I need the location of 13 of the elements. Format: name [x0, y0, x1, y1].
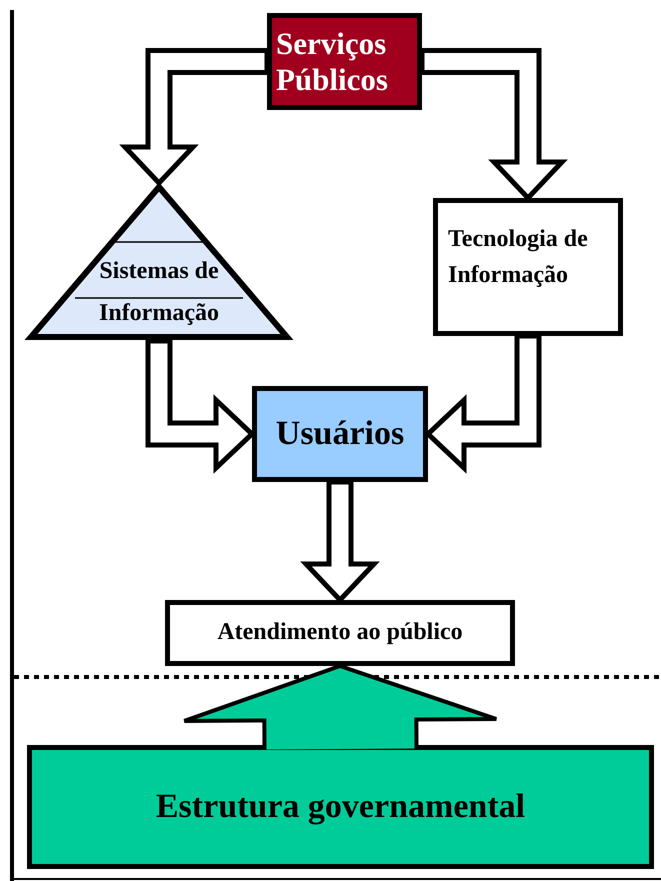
process-box: [433, 198, 623, 336]
block-arrow: [182, 664, 498, 752]
box-label: Serviços Públicos: [276, 26, 389, 98]
process-box: [267, 13, 422, 110]
process-box: [165, 600, 515, 666]
hollow-arrow: [119, 48, 270, 187]
box-label: Usuários: [276, 414, 404, 454]
box-label: Estrutura governamental: [156, 787, 526, 827]
box-label: Atendimento ao público: [217, 619, 463, 647]
process-box: [27, 745, 654, 869]
process-box: [252, 386, 428, 482]
box-label: Tecnologia de Informação: [448, 225, 589, 290]
triangle-label: Sistemas de Informação: [98, 257, 220, 328]
